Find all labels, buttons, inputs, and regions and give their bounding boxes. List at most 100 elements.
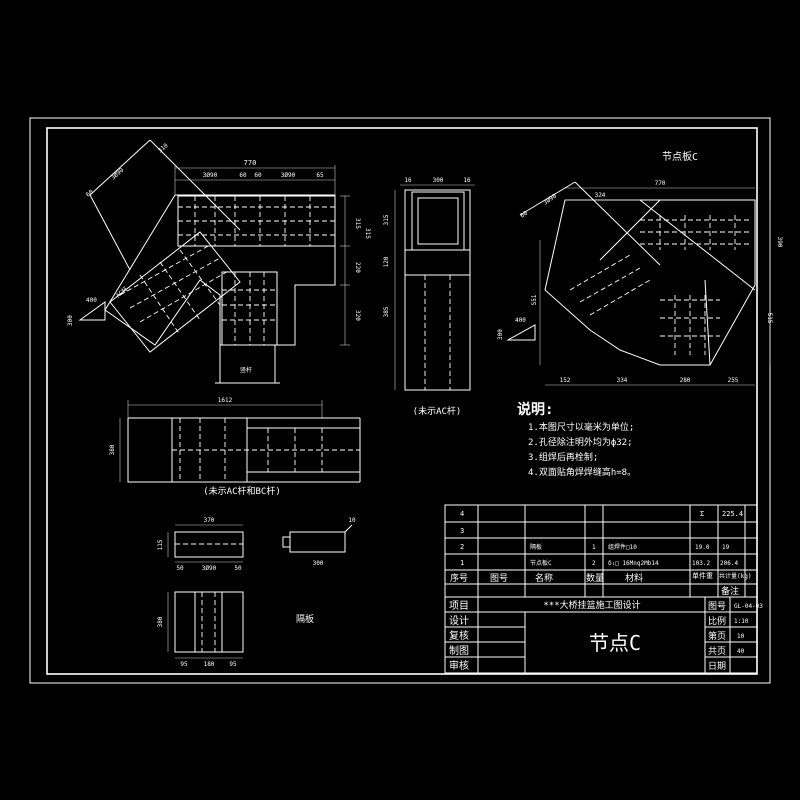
diaphragm-dim-h: 115 <box>157 539 164 550</box>
bom-row-1-single: 103.2 <box>692 560 710 567</box>
note-item-3: 3.组焊后再栓制; <box>528 451 598 463</box>
main-dim-right1: 315 <box>354 218 361 229</box>
plan-dim-height: 380 <box>109 444 116 455</box>
bom-row-1-qty: 2 <box>592 560 596 567</box>
side-view <box>394 184 475 391</box>
titleblock-value-1: 1:10 <box>734 618 749 625</box>
bom-row-2-no: 2 <box>460 543 464 551</box>
bom-header-weight-single: 单件重 <box>692 571 713 580</box>
bom-row-2-single: 19.0 <box>695 544 710 551</box>
bill-of-materials <box>444 504 758 598</box>
diaphragm-dim-b1: 50 <box>176 565 184 572</box>
plate-slope-top: 400 <box>515 317 526 324</box>
plate-dim-top: 770 <box>655 180 666 187</box>
titleblock-left-2: 复核 <box>449 629 469 642</box>
bom-row-1-total: 206.4 <box>720 560 738 567</box>
main-dim-d2: 60 <box>239 172 247 179</box>
side-dim-left3: 385 <box>383 306 390 317</box>
bom-header-qty: 数量 <box>586 572 604 584</box>
side-dim-left1: 315 <box>383 214 390 225</box>
titleblock-value-0: GL-04-03 <box>734 603 763 610</box>
plate-dim-bottom2: 334 <box>617 377 628 384</box>
bom-row-2-total: 19 <box>722 544 730 551</box>
note-item-4: 4.双面贴角焊焊缝高h=8。 <box>528 466 636 478</box>
main-dim-d1: 3Ø90 <box>203 172 218 179</box>
titleblock-right-4: 日期 <box>708 661 726 672</box>
titleblock-right-3: 共页 <box>708 646 726 657</box>
diaphragm-dim-c1: 95 <box>180 661 188 668</box>
bom-header-no: 序号 <box>450 572 468 584</box>
diaphragm-dim-t: 10 <box>348 517 356 524</box>
gusset-plate-view <box>506 181 771 386</box>
bom-header-drawing: 图号 <box>490 573 508 584</box>
bom-header-weight-total: 共计量(kg) <box>719 572 751 580</box>
bom-header-remarks: 备注 <box>721 585 739 597</box>
note-item-1: 1.本图尺寸以毫米为单位; <box>528 421 634 433</box>
main-dim-right3: 320 <box>354 310 361 321</box>
plate-title: 节点板C <box>662 150 698 163</box>
bom-row-1-name: 节点板C <box>530 559 552 567</box>
bom-row-2-spec: 组焊件□10 <box>608 543 637 551</box>
titleblock-right-2: 第页 <box>708 630 726 642</box>
titleblock-value-2: 10 <box>737 633 745 640</box>
diaphragm-dim-width: 370 <box>204 517 215 524</box>
main-dim-d4: 3Ø90 <box>281 172 296 179</box>
diaphragm-dim-l1: 380 <box>157 616 164 627</box>
main-dim-right2: 220 <box>354 262 361 273</box>
bom-row-4-single: Σ <box>700 510 704 518</box>
note-item-2: 2.孔径除注明外均为ф32; <box>528 436 633 448</box>
titleblock-left-0: 项目 <box>449 600 469 612</box>
bom-row-1-no: 1 <box>460 559 464 567</box>
side-dim-top2: 300 <box>433 177 444 184</box>
diaphragm-dim-b2: 3Ø90 <box>202 565 217 572</box>
main-elevation-view <box>78 139 350 384</box>
plate-dim-diag2: 60 <box>519 210 529 220</box>
titleblock-left-4: 审核 <box>449 659 469 672</box>
diaphragm-label: 隔板 <box>296 613 314 625</box>
bom-row-4-no: 4 <box>460 510 464 518</box>
titleblock-right-0: 图号 <box>708 601 726 612</box>
main-slope-top: 400 <box>86 297 97 304</box>
main-slope-side: 300 <box>67 315 74 326</box>
main-dim-top-width: 770 <box>244 159 257 167</box>
main-label-vertical: 竖杆 <box>240 366 252 374</box>
titleblock-value-3: 40 <box>737 648 745 655</box>
notes-title: 说明: <box>517 401 553 418</box>
titleblock-right-1: 比例 <box>708 615 726 627</box>
bom-row-1-spec: δ₁□ 16Mnq2Mb14 <box>608 560 659 567</box>
side-dim-top1: 16 <box>404 177 412 184</box>
plate-slope-side: 300 <box>497 329 504 340</box>
titleblock-drawing-title: 节点C <box>589 631 641 655</box>
bom-header-name: 名称 <box>535 572 553 584</box>
plan-view <box>119 400 361 483</box>
side-caption: (未示AC杆) <box>413 405 462 417</box>
titleblock-left-1: 设计 <box>449 614 469 627</box>
bom-row-2-name: 隔板 <box>530 543 542 551</box>
main-dim-d3: 60 <box>254 172 262 179</box>
diaphragm-views <box>167 524 353 659</box>
diaphragm-dim-w2: 300 <box>313 560 324 567</box>
titleblock-left-3: 制图 <box>449 644 469 657</box>
diaphragm-dim-c3: 95 <box>229 661 237 668</box>
plate-dim-right1: 390 <box>776 237 783 248</box>
plate-dim-bottom3: 280 <box>680 377 691 384</box>
plan-dim-width: 1612 <box>218 397 233 404</box>
main-dim-right4: 315 <box>364 228 371 239</box>
plan-caption: (未示AC杆和BC杆) <box>203 485 281 497</box>
main-dim-diag3: 60 <box>85 188 95 198</box>
bom-header-material: 材料 <box>625 572 643 584</box>
plate-dim-bottom4: 255 <box>728 377 739 384</box>
side-dim-top3: 16 <box>463 177 471 184</box>
plate-dim-left: 551 <box>531 294 538 305</box>
plate-dim-bottom1: 152 <box>560 377 571 384</box>
diaphragm-dim-c2: 180 <box>204 661 215 668</box>
side-dim-left2: 120 <box>383 256 390 267</box>
diaphragm-dim-b3: 50 <box>234 565 242 572</box>
notes-block: 说明: 1.本图尺寸以毫米为单位; 2.孔径除注明外均为ф32; 3.组焊后再栓… <box>517 401 636 478</box>
bom-row-2-qty: 1 <box>592 544 596 551</box>
titleblock-project-name: ***大桥挂篮施工图设计 <box>543 599 640 611</box>
plate-dim-right2: 515 <box>766 313 773 324</box>
sheet-border-outer <box>29 117 771 684</box>
plate-dim-sub1: 324 <box>595 192 606 199</box>
